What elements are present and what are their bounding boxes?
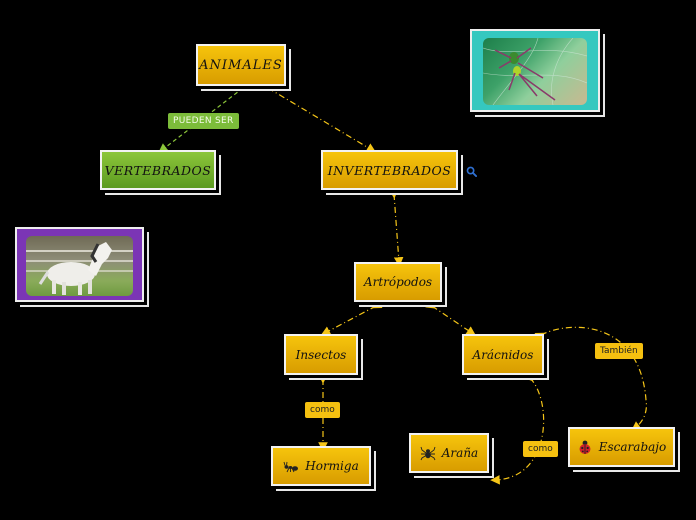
node-escarabajo-label: Escarabajo [598,440,667,454]
horse-drawing [26,242,133,295]
node-artropodos[interactable]: Artrópodos [354,262,442,302]
search-icon[interactable] [466,166,477,177]
link-label-como-arana[interactable]: como [523,441,558,457]
spider-web-photo[interactable] [470,29,600,112]
link-label-pueden-ser[interactable]: PUEDEN SER [168,113,239,129]
link-label-como-hormiga[interactable]: como [305,402,340,418]
spider-web-drawing [483,38,587,105]
link-label-tambien[interactable]: También [595,343,643,359]
link-aracnidos-arana[interactable] [490,371,545,485]
ant-icon [283,461,299,473]
node-artropodos-label: Artrópodos [363,275,433,289]
node-escarabajo[interactable]: Escarabajo [568,427,675,467]
node-invertebrados-label: INVERTEBRADOS [327,162,452,178]
white-horse-photo[interactable] [15,227,144,302]
node-invertebrados[interactable]: INVERTEBRADOS [321,150,458,190]
spider-web-photo-image [483,38,587,105]
link-artropodos-aracnidos[interactable] [425,299,476,336]
node-hormiga-label: Hormiga [305,459,359,473]
spider-icon [420,446,436,461]
ladybug-icon [579,440,591,454]
node-animales[interactable]: ANIMALES [196,44,286,86]
node-hormiga[interactable]: Hormiga [271,446,371,486]
node-animales-label: ANIMALES [199,57,283,73]
node-vertebrados-label: VERTEBRADOS [104,162,212,178]
link-artropodos-insectos[interactable] [320,299,383,336]
node-aracnidos[interactable]: Arácnidos [462,334,544,375]
node-aracnidos-label: Arácnidos [472,347,534,362]
white-horse-photo-image [26,236,133,296]
node-arana[interactable]: Araña [409,433,489,473]
node-arana-label: Araña [441,446,479,460]
node-vertebrados[interactable]: VERTEBRADOS [100,150,216,190]
link-invertebrados-artropodos[interactable] [388,188,404,267]
node-insectos-label: Insectos [295,347,347,362]
link-animales-invertebrados[interactable] [261,81,377,153]
node-insectos[interactable]: Insectos [284,334,358,375]
link-aracnidos-escarabajo[interactable] [534,326,648,431]
